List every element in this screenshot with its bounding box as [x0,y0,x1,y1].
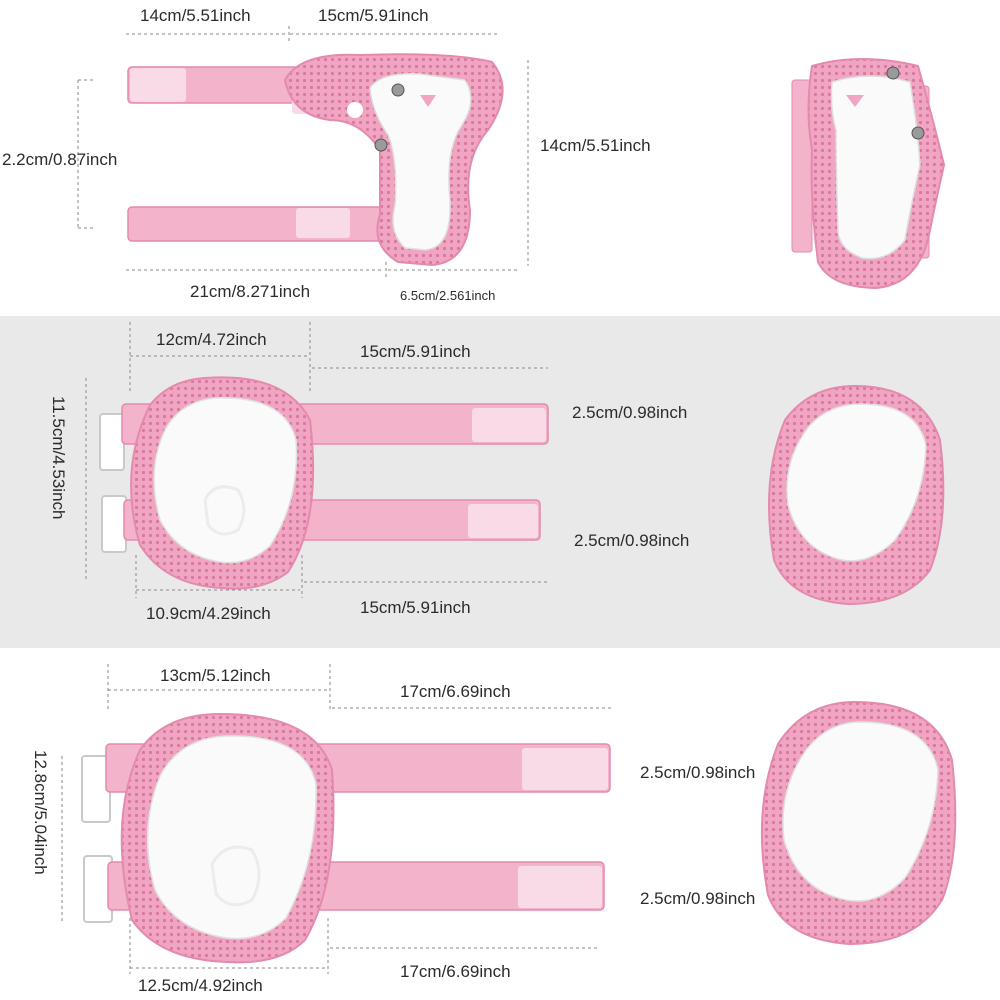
wrist-height-label: 14cm/5.51inch [540,136,651,155]
wrist-strap-bottom [127,206,399,242]
wrist-guard-back [791,58,946,290]
elbow-strap-length-bottom-label: 15cm/5.91inch [360,598,471,617]
knee-strap-length-top-label: 17cm/6.69inch [400,682,511,701]
knee-strap-length-bottom-label: 17cm/6.69inch [400,962,511,981]
elbow-strap-width-bottom-label: 2.5cm/0.98inch [574,531,690,550]
knee-height-label: 12.8cm/5.04inch [31,750,50,875]
knee-strap-width-bottom-label: 2.5cm/0.98inch [640,889,756,908]
dimension-guides [61,26,612,974]
elbow-strap-length-top-label: 15cm/5.91inch [360,342,471,361]
wrist-strap-length-label: 15cm/5.91inch [318,6,429,25]
wrist-guard-front [127,53,504,267]
elbow-shell [153,397,298,564]
elbow-pad-back [768,384,945,606]
elbow-bottom-width-label: 10.9cm/4.29inch [146,604,271,623]
knee-bottom-width-label: 12.5cm/4.92inch [138,976,263,995]
knee-shell [146,735,317,940]
wrist-top-width-label: 14cm/5.51inch [140,6,251,25]
wrist-shell [369,73,472,251]
wrist-bottom-length-label: 21cm/8.271inch [190,282,311,301]
elbow-strap-width-top-label: 2.5cm/0.98inch [572,403,688,422]
knee-pad-width-label: 13cm/5.12inch [160,666,271,685]
knee-pad-back [760,700,957,946]
knee-strap-width-top-label: 2.5cm/0.98inch [640,763,756,782]
elbow-height-label: 11.5cm/4.53inch [49,396,68,520]
elbow-pad-width-label: 12cm/4.72inch [156,330,267,349]
wrist-bottom-small-label: 6.5cm/2.561inch [400,288,496,303]
elbow-pad-front [99,376,549,590]
wrist-strap-width-label: 2.2cm/0.87inch [2,150,118,169]
knee-pad-front [81,712,611,964]
